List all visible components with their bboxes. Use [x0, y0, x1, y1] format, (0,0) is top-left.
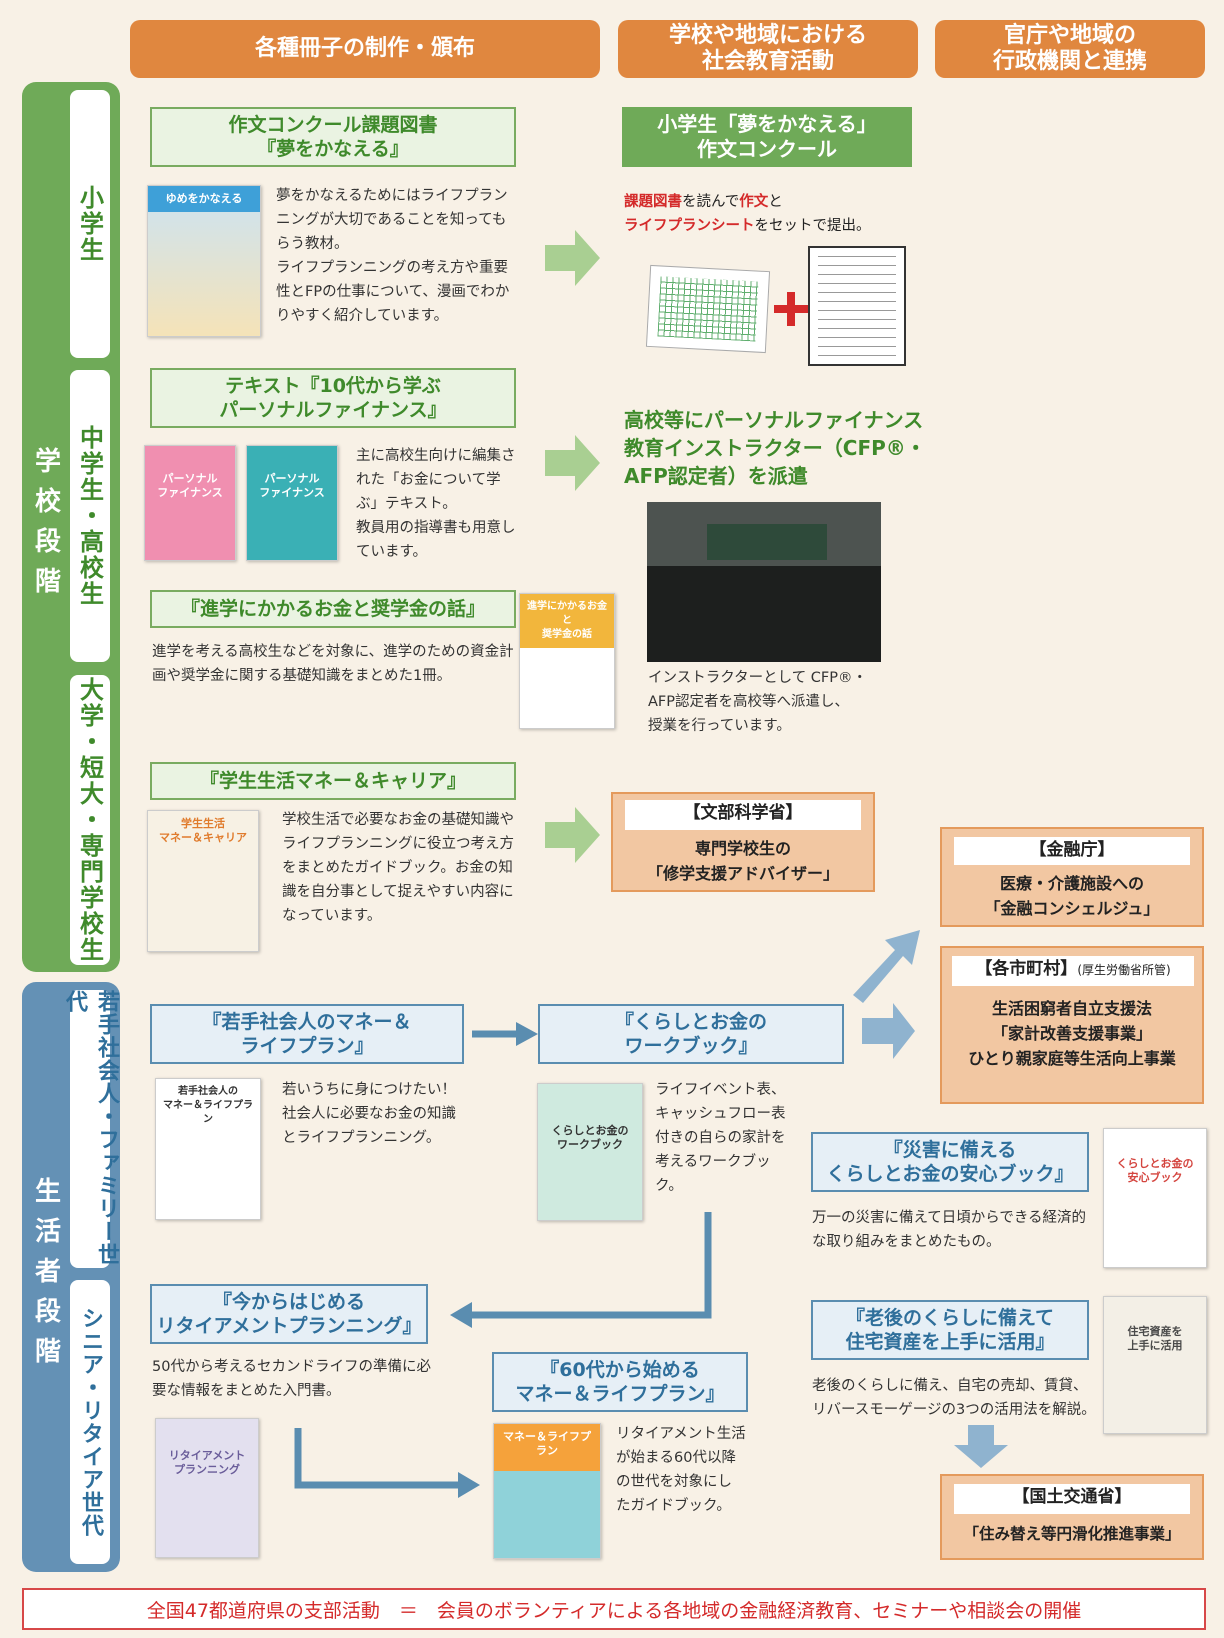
mext-body: 専門学校生の 「修学支援アドバイザー」	[646, 839, 839, 883]
classroom-photo	[647, 502, 881, 662]
municipality-note: (厚生労働省所管)	[1077, 963, 1171, 977]
arrow-highschool	[545, 435, 600, 491]
stage-senior: シニア・リタイア世代	[70, 1280, 110, 1564]
book-wakate-cover: 若手社会人の マネー＆ライフプラン	[155, 1078, 261, 1220]
book-retire-title: リタイアメント プランニング	[168, 1449, 246, 1476]
retire-title: 『今からはじめる リタイアメントプランニング』	[150, 1284, 428, 1344]
scholarship-title: 『進学にかかるお金と奨学金の話』	[150, 590, 516, 628]
stage-elementary: 小学生	[70, 90, 110, 358]
contest-term-book: 課題図書	[624, 194, 682, 210]
book-sixty-title: マネー＆ライフプラン	[503, 1430, 591, 1457]
fsa-name: 【金融庁】	[954, 837, 1190, 865]
arrow-to-fsa	[853, 930, 920, 1003]
contest-term-essay: 作文	[739, 194, 769, 210]
book-pf2-title: パーソナル ファイナンス	[259, 472, 325, 499]
mext-name: 【文部科学省】	[625, 800, 861, 830]
book-shingaku-title: 進学にかかるお金と 奨学金の話	[520, 594, 614, 648]
book-anshin-cover: くらしとお金の 安心ブック	[1103, 1128, 1207, 1268]
student-life-desc: 学校生活で必要なお金の基礎知識やライフプランニングに役立つ考え方をまとめたガイド…	[282, 812, 514, 924]
essay-contest-desc: 課題図書を読んで作文とライフプランシートをセットで提出。	[624, 190, 924, 238]
footer-text: 全国47都道府県の支部活動 ＝ 会員のボランティアによる各地域の金融経済教育、セ…	[146, 1599, 1082, 1622]
workbook-title: 『くらしとお金の ワークブック』	[538, 1004, 844, 1064]
disaster-desc: 万一の災害に備えて日頃からできる経済的な取り組みをまとめたもの。	[812, 1210, 1087, 1250]
arrow-to-muni	[862, 1003, 915, 1059]
book-anshin-title: くらしとお金の 安心ブック	[1116, 1157, 1194, 1184]
book-shingaku-cover: 進学にかかるお金と 奨学金の話	[519, 593, 615, 729]
consumer-phase-label: 生活者段階	[30, 1177, 61, 1377]
essay-book-desc: 夢をかなえるためにはライフプランニングが大切であることを知ってもらう教材。 ライ…	[276, 188, 510, 324]
contest-text-2: と	[768, 194, 783, 210]
book-wakate-title: 若手社会人の マネー＆ライフプラン	[163, 1086, 253, 1125]
book-sixty-cover: マネー＆ライフプラン	[493, 1423, 601, 1559]
book-pf1-title: パーソナル ファイナンス	[157, 472, 223, 499]
book-gakusei-title: 学生生活 マネー＆キャリア	[159, 817, 247, 844]
plus-icon	[774, 292, 808, 326]
arrow-to-mlit	[954, 1425, 1008, 1468]
young-title: 『若手社会人のマネー＆ ライフプラン』	[150, 1004, 464, 1064]
disaster-title: 『災害に備える くらしとお金の安心ブック』	[811, 1132, 1089, 1192]
essay-paper-image	[645, 264, 771, 354]
mlit-body: 「住み替え等円滑化推進事業」	[963, 1525, 1181, 1543]
municipality-name: 【各市町村】	[975, 959, 1078, 979]
essay-book-title: 作文コンクール課題図書 『夢をかなえる』	[150, 107, 516, 167]
school-phase-label: 学校段階	[30, 447, 61, 607]
contest-text-3: をセットで提出。	[754, 218, 871, 234]
instructor-desc: インストラクターとして CFP®・ AFP認定者を高校等へ派遣し、 授業を行って…	[648, 670, 868, 734]
book-yume-cover: ゆめをかなえる	[147, 185, 261, 337]
header-government: 官庁や地域の 行政機関と連携	[935, 20, 1205, 78]
fsa-box: 【金融庁】 医療・介護施設への 「金融コンシェルジュ」	[940, 827, 1204, 927]
book-kurashi-title: くらしとお金の ワークブック	[551, 1124, 629, 1151]
housing-desc: 老後のくらしに備え、自宅の売却、賃貸、リバースモーゲージの3つの活用法を解説。	[812, 1378, 1096, 1418]
municipality-box: 【各市町村】(厚生労働省所管) 生活困窮者自立支援法 「家計改善支援事業」 ひと…	[940, 946, 1204, 1104]
municipality-header: 【各市町村】(厚生労働省所管)	[952, 956, 1194, 986]
arrow-university	[545, 807, 600, 863]
book-pf1-cover: パーソナル ファイナンス	[144, 445, 236, 561]
young-desc: 若いうちに身につけたい！社会人に必要なお金の知識とライフプランニング。	[282, 1082, 456, 1146]
municipality-body: 生活困窮者自立支援法 「家計改善支援事業」 ひとり親家庭等生活向上事業	[968, 999, 1176, 1068]
sixty-title: 『60代から始める マネー＆ライフプラン』	[492, 1352, 748, 1412]
header-publications: 各種冊子の制作・頒布	[130, 20, 600, 78]
text-10s-desc: 主に高校生向けに編集された「お金について学ぶ」テキスト。 教員用の指導書も用意し…	[356, 448, 516, 560]
contest-text-1: を読んで	[682, 194, 740, 210]
book-jutaku-title: 住宅資産を 上手に活用	[1127, 1325, 1183, 1352]
arrow-workbook-to-retire	[470, 1212, 712, 1319]
essay-contest-title: 小学生「夢をかなえる」 作文コンクール	[622, 107, 912, 167]
stage-university: 大学・短大・専門学校生	[70, 675, 110, 965]
workbook-desc: ライフイベント表、キャッシュフロー表付きの自らの家計を考えるワークブック。	[655, 1082, 786, 1194]
book-kurashi-cover: くらしとお金の ワークブック	[537, 1083, 643, 1221]
book-gakusei-cover: 学生生活 マネー＆キャリア	[147, 810, 259, 952]
mext-box: 【文部科学省】 専門学校生の 「修学支援アドバイザー」	[611, 792, 875, 892]
book-pf2-cover: パーソナル ファイナンス	[246, 445, 338, 561]
retire-desc: 50代から考えるセカンドライフの準備に必要な情報をまとめた入門書。	[152, 1359, 432, 1399]
text-10s-title: テキスト『10代から学ぶ パーソナルファイナンス』	[150, 368, 516, 428]
contest-term-sheet: ライフプランシート	[624, 218, 755, 234]
sixty-desc: リタイアメント生活が始まる60代以降の世代を対象にしたガイドブック。	[616, 1426, 746, 1514]
mlit-box: 【国土交通省】 「住み替え等円滑化推進事業」	[940, 1474, 1204, 1560]
student-life-title: 『学生生活マネー＆キャリア』	[150, 762, 516, 800]
fsa-body: 医療・介護施設への 「金融コンシェルジュ」	[984, 874, 1160, 918]
mlit-name: 【国土交通省】	[954, 1484, 1190, 1514]
scholarship-desc: 進学を考える高校生などを対象に、進学のための資金計画や奨学金に関する基礎知識をま…	[152, 644, 514, 684]
arrow-elementary	[545, 230, 600, 286]
instructor-title: 高校等にパーソナルファイナンス 教育インストラクター（CFP®・ AFP認定者）…	[624, 408, 926, 488]
book-retire-cover: リタイアメント プランニング	[155, 1418, 259, 1558]
header-education: 学校や地域における 社会教育活動	[618, 20, 918, 78]
stage-young: 若手社会人・ファミリー世代	[62, 990, 119, 1268]
housing-title: 『老後のくらしに備えて 住宅資産を上手に活用』	[811, 1300, 1089, 1360]
book-jutaku-cover: 住宅資産を 上手に活用	[1103, 1296, 1207, 1434]
stage-middle-high: 中学生・高校生	[70, 370, 110, 662]
book-yume-title: ゆめをかなえる	[148, 186, 260, 212]
lifeplan-sheet-image	[808, 246, 906, 366]
footer-branch-activities: 全国47都道府県の支部活動 ＝ 会員のボランティアによる各地域の金融経済教育、セ…	[22, 1588, 1206, 1630]
arrow-retire-to-sixty	[294, 1428, 460, 1489]
